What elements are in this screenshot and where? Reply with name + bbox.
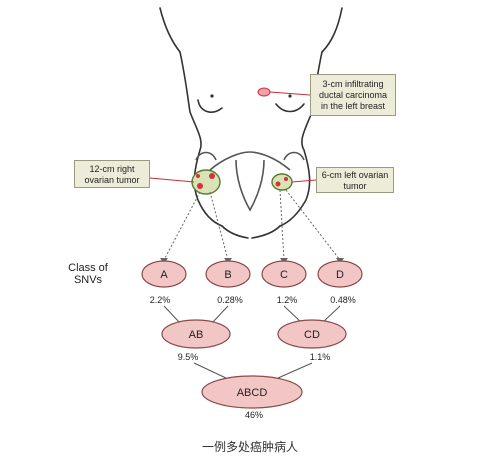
node-B: B 0.28%: [205, 260, 251, 305]
left-nipple: [288, 94, 292, 98]
node-A: A 2.2%: [141, 260, 187, 305]
figure-caption: 一例多处癌肿病人: [201, 440, 298, 454]
left-ovary-icon: [271, 173, 293, 191]
left-ovary-tumor-dot: [275, 181, 281, 187]
tree-connections: [163, 305, 341, 379]
node-B-percent: 0.28%: [217, 295, 243, 305]
node-AB-label: AB: [189, 329, 204, 341]
node-D-percent: 0.48%: [330, 295, 356, 305]
right-ovary-tumor-dot: [196, 174, 200, 178]
right-ovary-tumor-dot: [209, 173, 215, 179]
breast-tumor-callout: 3-cm infiltrating ductal carcinoma in th…: [310, 74, 396, 116]
node-A-label: A: [160, 269, 168, 281]
node-AB-percent: 9.5%: [178, 352, 199, 362]
right-ovary-icon: [191, 169, 221, 195]
left-ovary-tumor-dot: [284, 177, 288, 181]
node-CD-label: CD: [304, 329, 320, 341]
node-AB: AB 9.5%: [161, 319, 231, 362]
sampling-lines: [163, 189, 341, 261]
right-ovary-callout: 12-cm right ovarian tumor: [74, 160, 150, 188]
node-D-label: D: [336, 269, 344, 281]
node-CD: CD 1.1%: [277, 319, 347, 362]
node-C: C 1.2%: [261, 260, 307, 305]
uterus-icon: [195, 151, 305, 212]
body-outline: [159, 7, 343, 239]
arrow-heads: [160, 258, 344, 264]
right-ovary-callout-line: [149, 177, 195, 183]
class-of-snvs-label: Class of SNVs: [68, 262, 108, 286]
breast-callout-line: [269, 91, 311, 96]
node-C-percent: 1.2%: [277, 295, 298, 305]
right-ovary-tumor-dot: [197, 183, 203, 189]
node-CD-percent: 1.1%: [310, 352, 331, 362]
node-D: D 0.48%: [317, 260, 363, 305]
node-A-percent: 2.2%: [150, 295, 171, 305]
node-ABCD-percent: 46%: [245, 410, 263, 420]
breast-tumor-icon: [257, 87, 271, 97]
node-ABCD: ABCD 46%: [201, 375, 303, 420]
node-ABCD-label: ABCD: [237, 387, 268, 399]
right-nipple: [210, 94, 214, 98]
node-B-label: B: [224, 269, 231, 281]
node-C-label: C: [280, 269, 288, 281]
left-ovary-callout-line: [291, 179, 317, 183]
left-ovary-callout: 6-cm left ovarian tumor: [316, 167, 394, 193]
